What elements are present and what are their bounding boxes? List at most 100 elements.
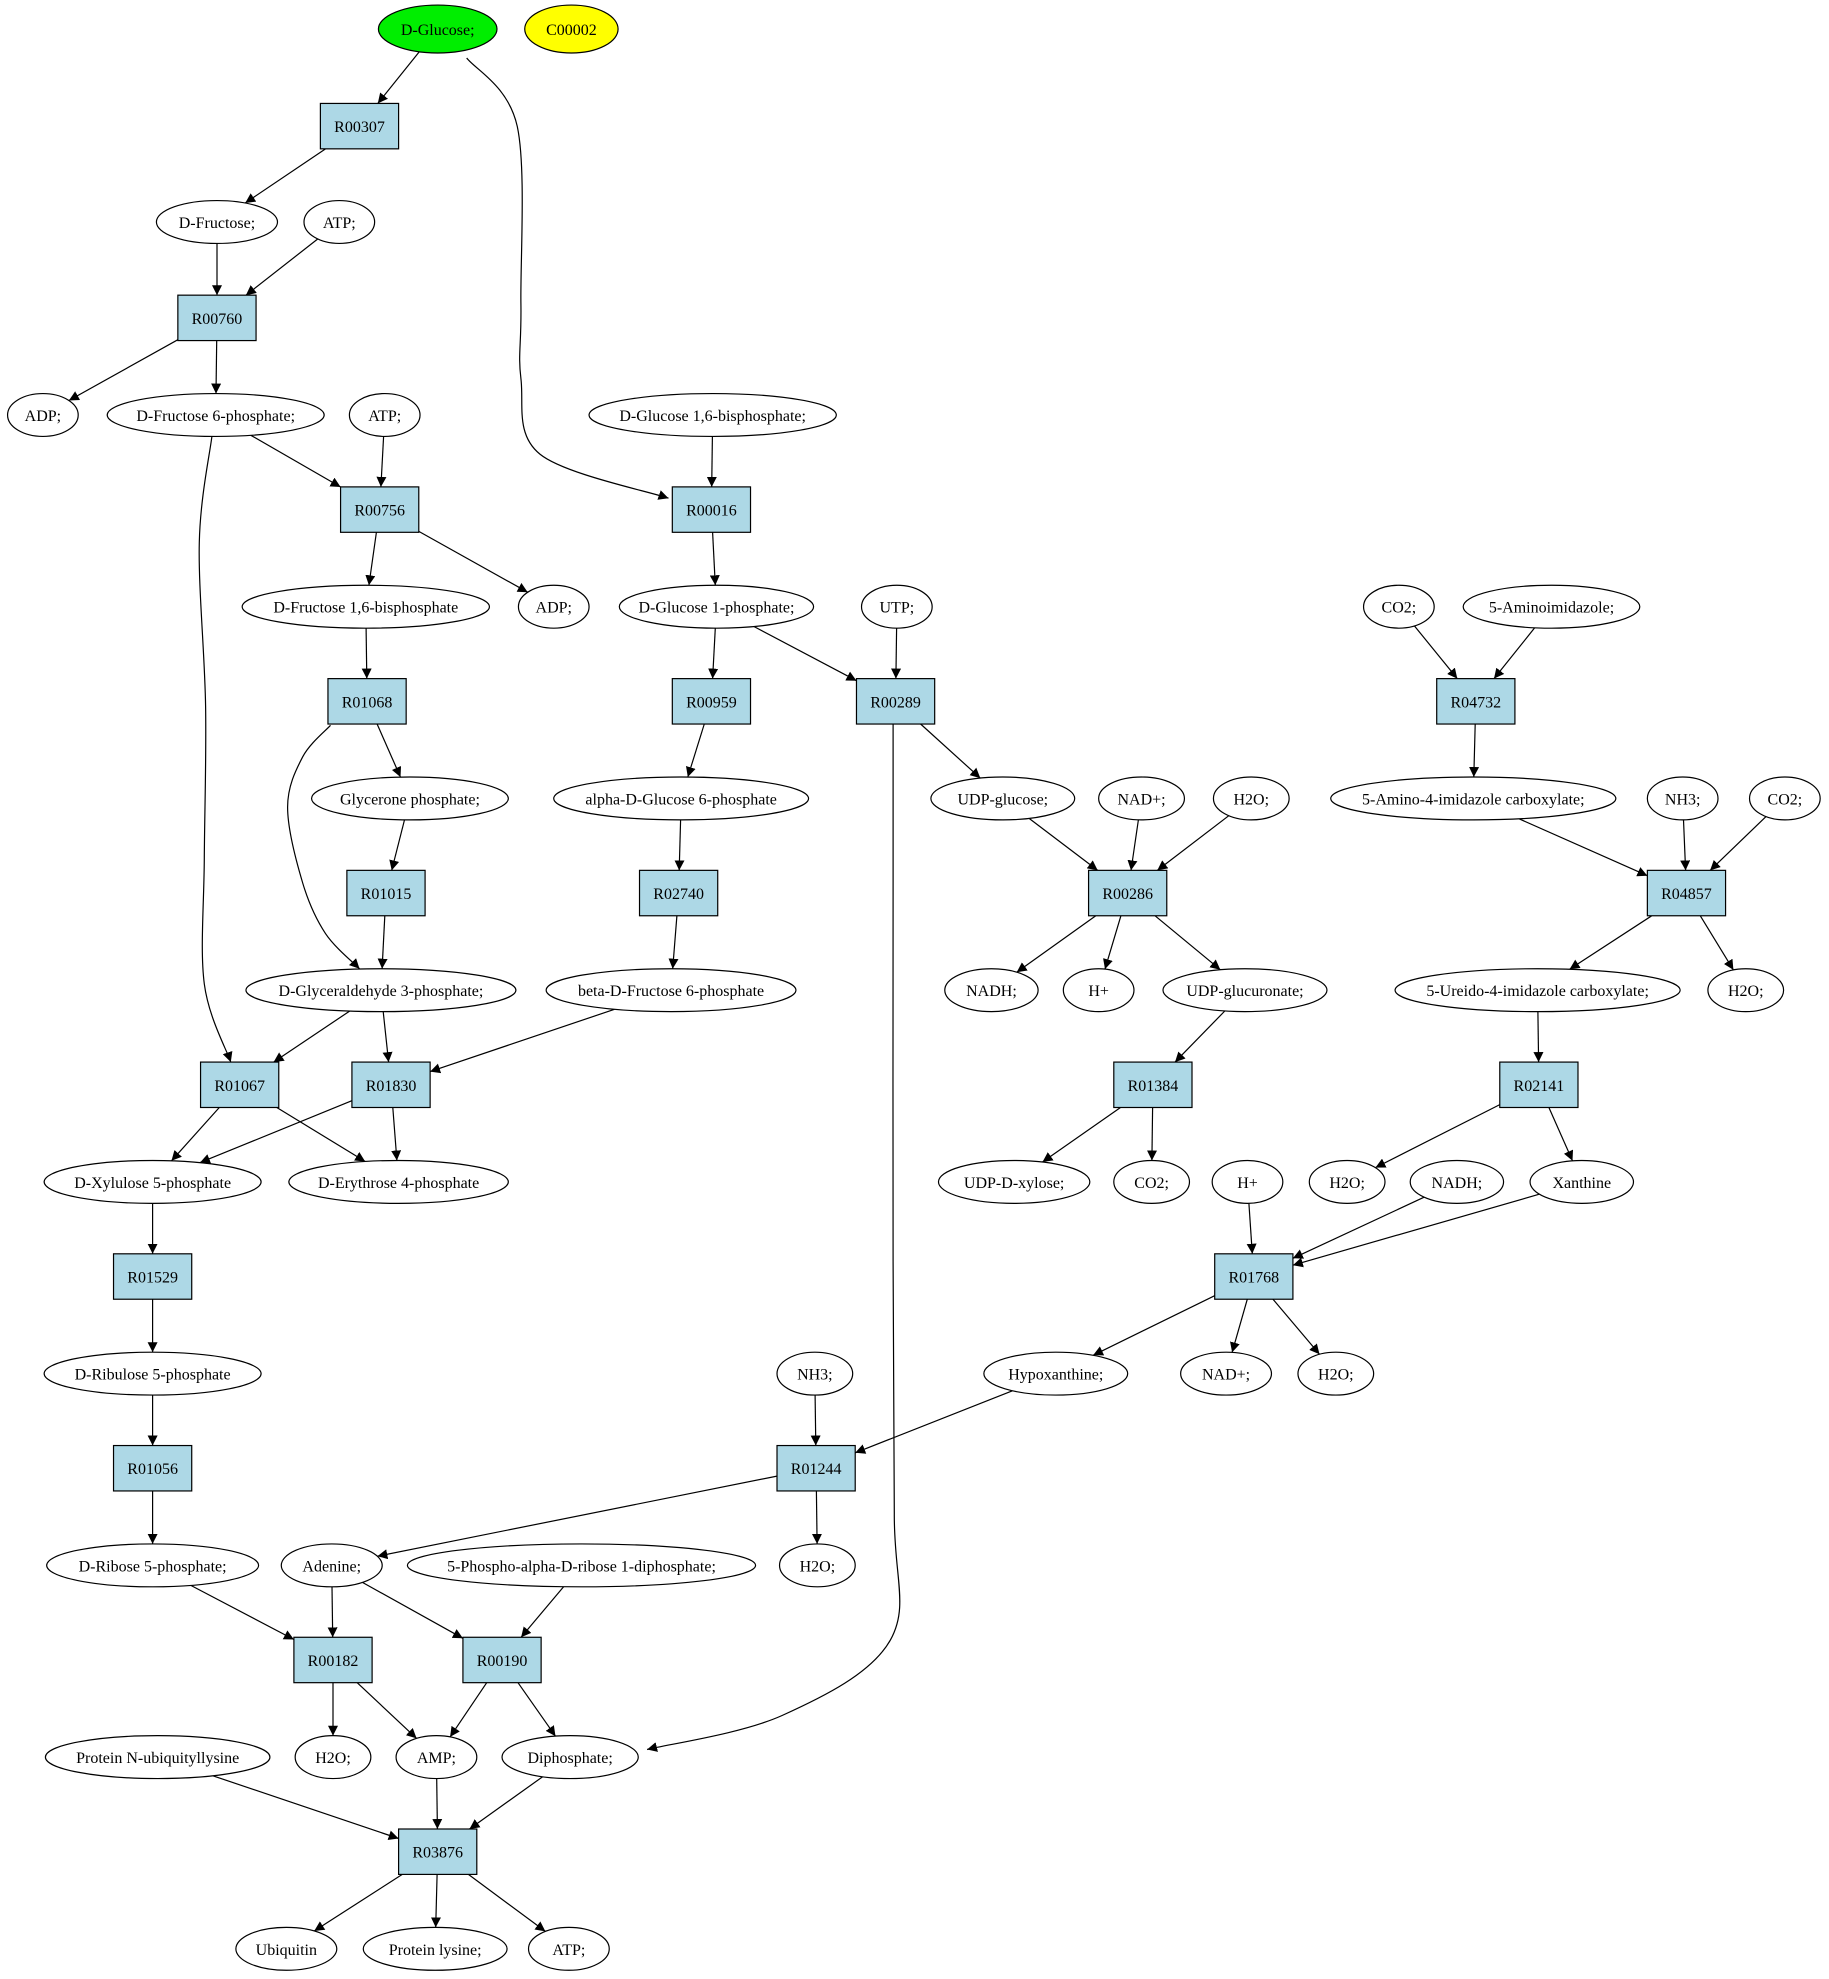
compound-node[interactable]: 5-Amino-4-imidazole carboxylate; bbox=[1330, 776, 1617, 821]
compound-node[interactable]: H2O; bbox=[294, 1735, 372, 1780]
compound-node[interactable]: NH3; bbox=[1646, 776, 1719, 821]
compound-node[interactable]: D-Erythrose 4-phosphate bbox=[288, 1159, 509, 1204]
compound-node[interactable]: Hypoxanthine; bbox=[983, 1351, 1129, 1396]
compound-node[interactable]: D-Ribulose 5-phosphate bbox=[43, 1351, 262, 1396]
compound-node[interactable]: H+ bbox=[1062, 968, 1135, 1013]
compound-node[interactable]: Protein lysine; bbox=[362, 1926, 508, 1971]
edge-c21-to-r12 bbox=[1680, 819, 1691, 871]
compound-node[interactable]: CO2; bbox=[1362, 584, 1435, 629]
reaction-node[interactable]: R00289 bbox=[855, 678, 936, 725]
reaction-node[interactable]: R01056 bbox=[112, 1444, 193, 1492]
compound-node[interactable]: Protein N-ubiquityllysine bbox=[44, 1735, 271, 1780]
reaction-node[interactable]: R01244 bbox=[776, 1444, 856, 1492]
reaction-node[interactable]: R02141 bbox=[1499, 1061, 1579, 1109]
compound-node[interactable]: Xanthine bbox=[1529, 1159, 1635, 1204]
compound-node[interactable]: H2O; bbox=[778, 1543, 856, 1588]
compound-node[interactable]: ATP; bbox=[348, 392, 421, 438]
compound-node[interactable]: D-Xylulose 5-phosphate bbox=[43, 1159, 262, 1204]
compound-shape bbox=[43, 1351, 262, 1396]
compound-node[interactable]: NAD+; bbox=[1098, 776, 1186, 821]
reaction-box bbox=[1087, 869, 1168, 917]
reaction-node[interactable]: R00286 bbox=[1087, 869, 1168, 917]
reaction-node[interactable]: R01384 bbox=[1113, 1061, 1193, 1109]
reaction-node[interactable]: R01768 bbox=[1214, 1253, 1294, 1300]
edge-r11-to-c26 bbox=[1103, 915, 1122, 970]
reaction-node[interactable]: R01067 bbox=[199, 1061, 280, 1109]
reaction-node[interactable]: R01015 bbox=[346, 869, 426, 917]
compound-node[interactable]: Adenine; bbox=[280, 1543, 383, 1588]
compound-node[interactable]: D-Glucose 1,6-bisphosphate; bbox=[588, 392, 837, 438]
compound-node[interactable]: D-Fructose 1,6-bisphosphate bbox=[241, 584, 491, 629]
compound-label: H2O; bbox=[1234, 791, 1270, 808]
compound-node[interactable]: alpha-D-Glucose 6-phosphate bbox=[553, 776, 810, 821]
compound-node[interactable]: D-Fructose 6-phosphate; bbox=[106, 392, 325, 438]
compound-shape bbox=[1211, 1159, 1284, 1204]
compound-label: Ubiquitin bbox=[256, 1942, 317, 1959]
compound-node[interactable]: UTP; bbox=[860, 584, 933, 629]
reaction-node[interactable]: R03876 bbox=[397, 1828, 478, 1876]
compound-label: UTP; bbox=[880, 600, 915, 617]
compound-label: H2O; bbox=[1318, 1367, 1354, 1384]
reaction-node[interactable]: R01068 bbox=[327, 678, 407, 725]
compound-node[interactable]: NADH; bbox=[1409, 1159, 1505, 1204]
compound-node[interactable]: beta-D-Fructose 6-phosphate bbox=[545, 968, 797, 1013]
reaction-node[interactable]: R04732 bbox=[1436, 678, 1516, 725]
reaction-node[interactable]: R02740 bbox=[638, 869, 719, 917]
compound-node[interactable]: C00002 bbox=[524, 4, 619, 54]
compound-node[interactable]: 5-Aminoimidazole; bbox=[1462, 584, 1641, 629]
compound-node[interactable]: Ubiquitin bbox=[235, 1926, 338, 1971]
compound-node[interactable]: H2O; bbox=[1707, 968, 1785, 1013]
compound-label: AMP; bbox=[417, 1750, 456, 1767]
compound-node[interactable]: UDP-glucose; bbox=[930, 776, 1076, 821]
edge-c44-to-r21 bbox=[327, 1586, 338, 1638]
reaction-node[interactable]: R00307 bbox=[319, 102, 400, 150]
reaction-node[interactable]: R04857 bbox=[1646, 869, 1727, 917]
compound-node[interactable]: H2O; bbox=[1308, 1159, 1386, 1204]
compound-node[interactable]: UDP-glucuronate; bbox=[1162, 968, 1328, 1013]
reaction-node[interactable]: R00182 bbox=[293, 1636, 373, 1684]
compound-node[interactable]: Glycerone phosphate; bbox=[310, 776, 509, 821]
compound-node[interactable]: ADP; bbox=[6, 392, 79, 438]
compound-node[interactable]: NAD+; bbox=[1180, 1351, 1273, 1396]
compound-node[interactable]: CO2; bbox=[1113, 1159, 1191, 1204]
compound-node[interactable]: UDP-D-xylose; bbox=[937, 1159, 1091, 1204]
reaction-box bbox=[199, 1061, 280, 1109]
compound-node[interactable]: D-Glucose 1-phosphate; bbox=[618, 584, 815, 629]
compound-node[interactable]: D-Glucose; bbox=[377, 4, 498, 54]
compound-node[interactable]: H2O; bbox=[1297, 1351, 1375, 1396]
edge-c12-to-r7 bbox=[891, 628, 902, 679]
reaction-box bbox=[112, 1444, 193, 1492]
reaction-node[interactable]: R01529 bbox=[112, 1253, 193, 1300]
reaction-node[interactable]: R00190 bbox=[462, 1636, 542, 1684]
compound-node[interactable]: NADH; bbox=[944, 968, 1039, 1013]
compound-node[interactable]: D-Ribose 5-phosphate; bbox=[46, 1543, 260, 1588]
compound-node[interactable]: D-Fructose; bbox=[155, 199, 279, 245]
compound-node[interactable]: Diphosphate; bbox=[501, 1735, 639, 1780]
compound-node[interactable]: 5-Phospho-alpha-D-ribose 1-diphosphate; bbox=[406, 1543, 757, 1588]
compound-node[interactable]: H2O; bbox=[1212, 776, 1290, 821]
reaction-box bbox=[855, 678, 936, 725]
compound-node[interactable]: CO2; bbox=[1748, 776, 1821, 821]
reaction-node[interactable]: R00016 bbox=[671, 486, 752, 533]
edge-c36-to-r18 bbox=[1292, 1196, 1425, 1259]
compound-shape bbox=[1180, 1351, 1273, 1396]
compound-node[interactable]: ATP; bbox=[303, 199, 376, 245]
reaction-node[interactable]: R00756 bbox=[339, 486, 420, 533]
compound-node[interactable]: ADP; bbox=[517, 584, 590, 629]
edge-r16-to-c35 bbox=[1375, 1104, 1501, 1169]
reaction-node[interactable]: R00959 bbox=[671, 678, 752, 725]
compound-node[interactable]: D-Glyceraldehyde 3-phosphate; bbox=[245, 968, 517, 1013]
compound-node[interactable]: AMP; bbox=[395, 1735, 478, 1780]
reaction-node[interactable]: R00760 bbox=[177, 294, 257, 342]
compound-node[interactable]: ATP; bbox=[527, 1926, 610, 1971]
compound-shape bbox=[43, 1159, 262, 1204]
compound-label: Glycerone phosphate; bbox=[340, 791, 480, 808]
reaction-node[interactable]: R01830 bbox=[351, 1061, 431, 1109]
compound-shape bbox=[545, 968, 797, 1013]
compound-shape bbox=[778, 1543, 856, 1588]
compound-node[interactable]: NH3; bbox=[776, 1351, 854, 1396]
compound-shape bbox=[362, 1926, 508, 1971]
compound-node[interactable]: 5-Ureido-4-imidazole carboxylate; bbox=[1394, 968, 1681, 1013]
compound-node[interactable]: H+ bbox=[1211, 1159, 1284, 1204]
compound-label: NAD+; bbox=[1202, 1367, 1250, 1384]
